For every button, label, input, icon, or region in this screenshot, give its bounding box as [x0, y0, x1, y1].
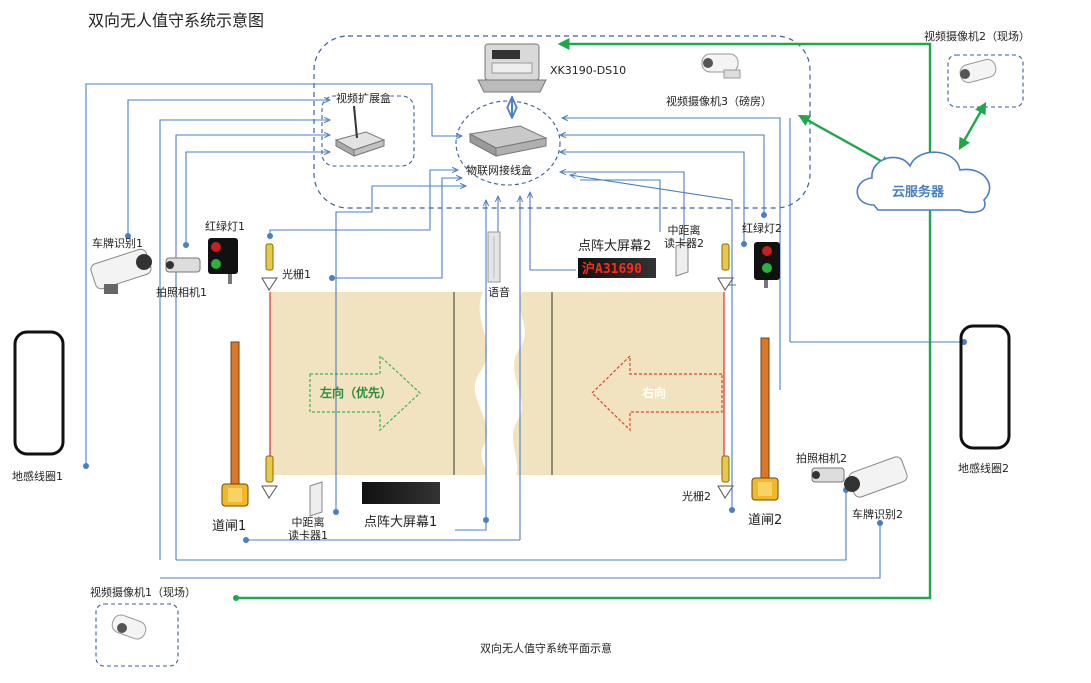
iot-hub-dashed-ellipse [455, 100, 561, 186]
traffic-light-2-label: 红绿灯2 [742, 222, 782, 235]
blue-signal-lines [85, 83, 964, 579]
diagram-caption: 双向无人值守系统平面示意 [480, 642, 612, 655]
cloud-server-icon [856, 151, 991, 214]
barrier-2-icon [751, 337, 779, 501]
light-curtain-2-label: 光栅2 [682, 490, 711, 503]
diagram-title: 双向无人值守系统示意图 [88, 11, 265, 30]
cloud-server-label: 云服务器 [892, 184, 945, 200]
plate-recognition-2-label: 车牌识别2 [852, 508, 903, 521]
led-screen-2-label: 点阵大屏幕2 [578, 239, 652, 254]
loop-2-icon [959, 324, 1011, 450]
snapshot-camera-1-icon [165, 257, 201, 273]
video-expansion-label: 视频扩展盒 [336, 92, 391, 105]
iot-hub-icon [468, 125, 548, 157]
plate-camera-2-icon [844, 456, 908, 498]
barrier-1-label: 道闸1 [212, 519, 247, 534]
plate-recognition-1-label: 车牌识别1 [92, 237, 143, 250]
reader-icons [309, 241, 689, 517]
iot-hub-label: 物联网接线盒 [466, 164, 532, 177]
platform-break [474, 292, 525, 475]
router-icon [334, 105, 386, 157]
reader-1-label: 中距离读卡器1 [288, 516, 328, 542]
snapshot-camera-2-icon [811, 467, 845, 483]
loop-1-icon [13, 330, 65, 456]
loop-1-label: 地感线圈1 [12, 470, 63, 483]
light-curtain-1-label: 光栅1 [282, 268, 311, 281]
camera3-icon [701, 53, 741, 79]
right-direction-label: 右向 [641, 385, 666, 400]
led-screen-1-panel [362, 482, 440, 504]
left-direction-label: 左向（优先） [319, 385, 392, 400]
camera1-icon [111, 614, 147, 640]
traffic-light-2-icon [754, 242, 780, 288]
camera1-dashed-box [95, 603, 179, 667]
traffic-light-1-label: 红绿灯1 [205, 220, 245, 233]
snapshot-camera-1-label: 拍照相机1 [156, 286, 207, 299]
plate-camera-1-icon [90, 248, 152, 294]
video-expansion-dashed-box [321, 95, 415, 167]
led-screen-2-text: 沪A31690 [582, 261, 642, 277]
weighing-terminal-label: XK3190-DS10 [550, 64, 627, 77]
camera2-icon [959, 58, 997, 84]
traffic-light-1-icon [208, 238, 238, 284]
green-network-lines [236, 38, 987, 600]
camera2-label: 视频摄像机2（现场） [924, 30, 1030, 43]
weighing-terminal-icon [477, 43, 547, 93]
speaker-icon [487, 231, 501, 283]
camera1-label: 视频摄像机1（现场） [90, 586, 196, 599]
light-curtain-icons [261, 243, 734, 499]
right-direction-arrow [591, 354, 723, 432]
led-screen-2-panel [578, 258, 656, 278]
camera3-label: 视频摄像机3（磅房） [666, 95, 772, 108]
snapshot-camera-2-label: 拍照相机2 [796, 452, 847, 465]
led-screen-1-label: 点阵大屏幕1 [364, 515, 438, 530]
barrier-2-label: 道闸2 [748, 513, 783, 528]
reader-2-label: 中距离读卡器2 [664, 224, 704, 250]
loop-2-label: 地感线圈2 [958, 462, 1009, 475]
voice-label: 语音 [488, 286, 510, 299]
barrier-1-icon [221, 341, 249, 507]
left-direction-arrow [309, 354, 421, 432]
